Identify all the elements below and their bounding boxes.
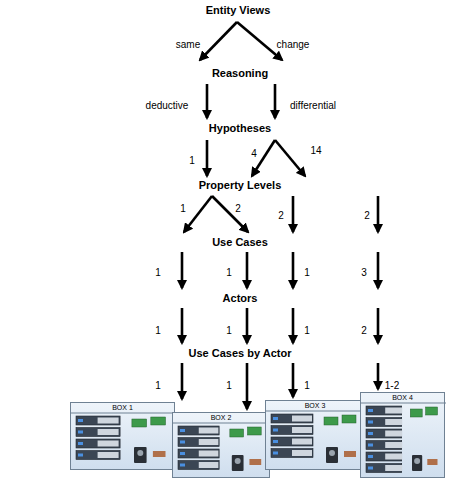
rack-illustration (266, 401, 366, 471)
count-label: 1 (189, 155, 195, 166)
server-box: BOX 1 (70, 402, 175, 470)
count-label: 2 (278, 210, 284, 221)
count-label: 3 (361, 267, 367, 278)
rack-illustration (71, 403, 176, 471)
level-heading: Use Cases (212, 236, 268, 248)
server-box: BOX 2 (172, 412, 270, 478)
count-label: 1 (304, 325, 310, 336)
count-label: 2 (235, 203, 241, 214)
count-label: 1 (155, 380, 161, 391)
box-name: BOX 2 (173, 413, 269, 422)
count-label: same (176, 39, 200, 50)
count-label: 1 (304, 267, 310, 278)
count-label: 1-2 (385, 380, 399, 391)
server-box: BOX 3 (265, 400, 365, 470)
count-label: 14 (310, 145, 321, 156)
count-label: 1 (155, 267, 161, 278)
rack-illustration (173, 413, 271, 479)
count-label: 1 (226, 267, 232, 278)
count-label: 2 (361, 325, 367, 336)
count-label: 4 (251, 148, 257, 159)
count-label: differential (290, 100, 336, 111)
count-label: deductive (146, 100, 189, 111)
count-label: 2 (364, 210, 370, 221)
level-heading: Hypotheses (209, 122, 271, 134)
level-heading: Actors (223, 292, 258, 304)
level-heading: Entity Views (206, 4, 271, 16)
count-label: 1 (304, 380, 310, 391)
box-name: BOX 1 (71, 403, 174, 412)
count-label: 1 (226, 325, 232, 336)
rack-illustration (361, 393, 446, 479)
box-name: BOX 3 (266, 401, 364, 410)
level-heading: Reasoning (212, 67, 268, 79)
level-heading: Use Cases by Actor (189, 347, 292, 359)
box-name: BOX 4 (361, 393, 444, 402)
level-heading: Property Levels (199, 179, 282, 191)
count-label: 1 (226, 380, 232, 391)
count-label: 1 (155, 325, 161, 336)
server-box: BOX 4 (360, 392, 445, 478)
count-label: change (277, 39, 310, 50)
count-label: 1 (180, 203, 186, 214)
